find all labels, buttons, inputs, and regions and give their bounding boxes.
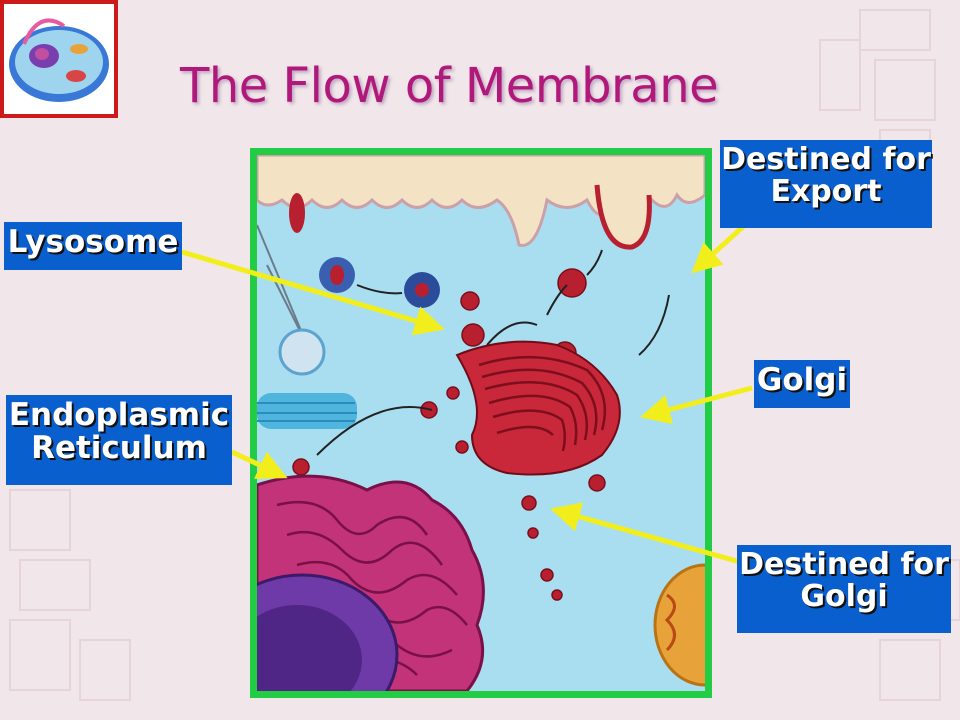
label-destined-for-golgi: Destined for Golgi <box>737 545 951 633</box>
label-destined-for-export: Destined for Export <box>720 140 932 228</box>
label-endoplasmic-reticulum: Endoplasmic Reticulum <box>6 395 232 485</box>
cell-thumbnail <box>0 0 118 118</box>
membrane-flow-drawing <box>257 155 705 691</box>
slide-title: The Flow of Membrane <box>180 58 719 114</box>
label-lysosome: Lysosome <box>4 222 182 270</box>
label-golgi: Golgi <box>754 360 850 408</box>
membrane-flow-illustration <box>250 148 712 698</box>
cell-thumbnail-icon <box>9 18 109 102</box>
